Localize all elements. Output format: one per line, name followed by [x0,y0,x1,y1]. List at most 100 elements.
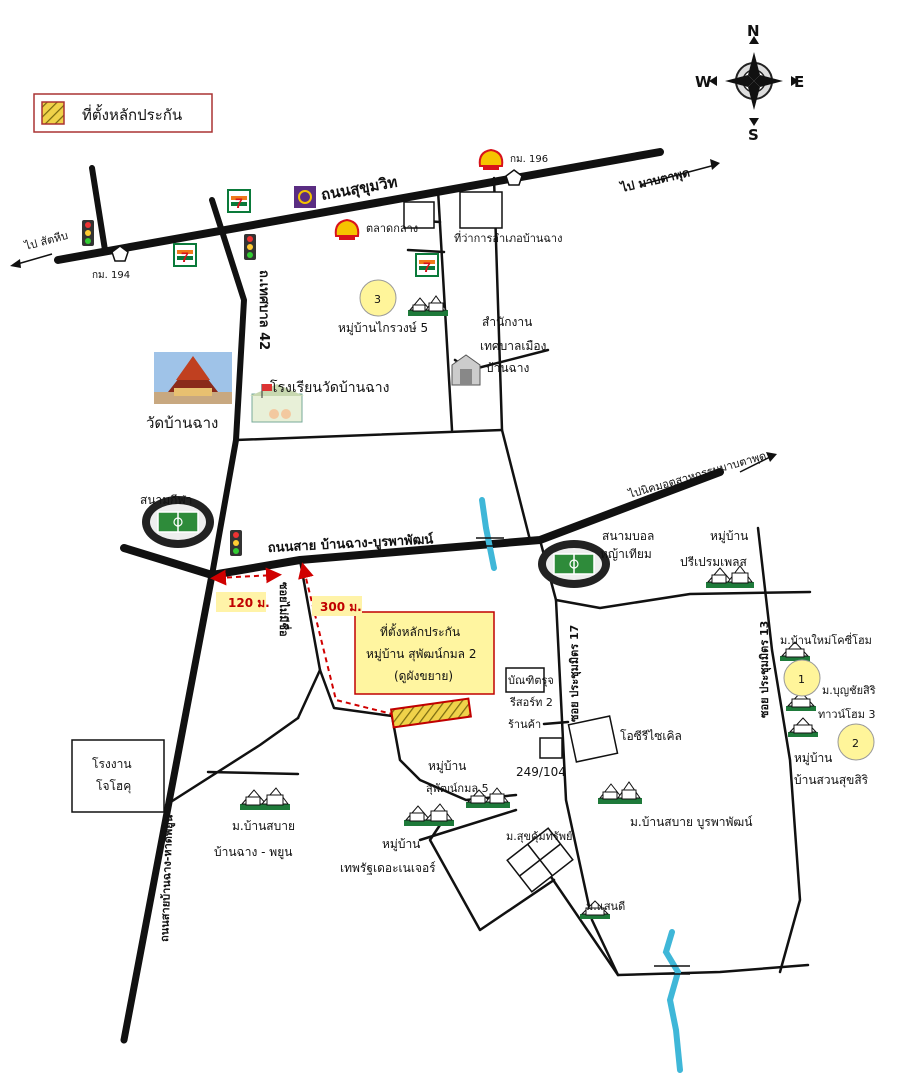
road-sukhumvit [54,148,664,264]
svg-text:(ดูผังขยาย): (ดูผังขยาย) [394,669,453,684]
legend-label: ที่ตั้งหลักประกัน [82,104,182,124]
buildings [71,191,619,893]
label-district-office: ที่ว่าการอำเภอบ้านฉาง [454,230,562,245]
municipal-office-icon [451,354,481,386]
house-icon [788,717,818,737]
label-ban-mai-home: ม.บ้านใหม่โคซี่โฮม [780,632,872,647]
label-suksap: ม.สุขคุ้มทรัพย์ [506,830,572,843]
legend-swatch [41,101,65,125]
resort-box [505,667,545,693]
label-bansabai-phayun-1: ม.บ้านสบาย [232,819,295,833]
collateral-callout [354,611,495,695]
label-shop: ร้านค้า [508,718,541,731]
km-markers: กม. 194 กม. 196 [92,154,548,281]
label-thetsaban42: ถ.เทศบาล 42 [256,270,271,350]
compass-s: S [748,126,759,144]
label-to-industrial: ไปนิคมอุตสาหกรรมมาบตาพุด [626,449,767,501]
school-icon [250,384,304,423]
marker-2: 2 [852,737,859,750]
traffic-lights [82,220,256,556]
label-thepraphue-2: เทพรัฐเดอะเนเจอร์ [340,861,436,875]
distance-120: 120 ม. [228,596,270,610]
label-boonchai-2: ทาวน์โฮม 3 [818,707,876,721]
house-icon [466,787,510,808]
label-boonchai-1: ม.บุญชัยสิริ [822,684,876,697]
road-thetsaban42 [209,197,247,578]
road-soi-13 [756,526,802,974]
compass-w: W [695,73,712,91]
seven-eleven-icon: 7 [415,253,439,277]
shell-icon [478,148,504,170]
label-school: โรงเรียนวัดบ้านฉาง [270,379,389,396]
house-icon [706,565,754,588]
svg-text:7: 7 [423,259,431,275]
stadium-icon [142,496,214,548]
recycle-box [567,715,619,763]
traffic-light-icon [82,220,94,246]
label-stadium: สนามกีฬา [140,493,192,507]
km196-label: กม. 196 [510,154,548,165]
suksap-grid [506,827,574,893]
collateral-site: ที่ตั้งหลักประกัน หมู่บ้าน สุพัฒน์กมล 2 … [354,611,495,729]
house-icon [404,803,454,826]
house-icon [408,295,448,316]
bank-icon [294,186,316,208]
label-soi-17: ซอย ประชุมมิตร 17 [568,625,582,722]
label-to-sattahip: ไป สัตหีบ [22,229,69,253]
label-resort-2: รีสอร์ท 2 [509,696,553,709]
label-supat5-1: หมู่บ้าน [428,759,466,774]
label-hat-phayun: ถนนสายบ้านฉาง-หาดพยูน [158,814,176,942]
label-saensuk: ม.แสนดี [586,900,625,913]
marker-1: 1 [798,673,805,686]
distance-indicators: 120 ม. 300 ม. [210,562,393,715]
label-soi-13: ซอย ประชุมมิตร 13 [758,621,772,718]
seven-eleven-icon: 7 [227,189,251,213]
svg-text:ที่ตั้งหลักประกัน: ที่ตั้งหลักประกัน [380,623,460,639]
label-suansuk-1: หมู่บ้าน [794,751,832,766]
svg-text:7: 7 [235,195,243,211]
local-roads [164,176,812,977]
temple-icon [154,352,232,404]
district-office-box [459,191,503,229]
svg-text:7: 7 [181,249,189,265]
road-hat-phayun [120,571,216,1044]
traffic-light-icon [230,530,242,556]
seven-eleven-icon: 7 [173,243,197,267]
house-icon [598,781,642,804]
svg-text:หมู่บ้าน สุพัฒน์กมล 2: หมู่บ้าน สุพัฒน์กมล 2 [366,647,476,662]
label-municipal-1: สำนักงาน [482,315,532,329]
place-labels: ตลาดกลาง ที่ว่าการอำเภอบ้านฉาง หมู่บ้าน ไ… [92,222,876,913]
road-soi-no-name [298,558,394,718]
km194-label: กม. 194 [92,270,130,281]
compass-icon: N S E W [695,22,804,144]
label-factory-2: โจโฮคุ [96,779,131,794]
label-thepraphue-1: หมู่บ้าน [382,837,420,852]
label-soi-no-name: ซอยไม่มีชื่อ [277,582,292,637]
shell-icon [334,218,360,240]
label-preeprai-2: ปรีเปรมเพลส [680,555,748,569]
house-icon [786,691,816,711]
compass-e: E [794,73,804,91]
talat-klang-box [403,201,435,229]
label-suansuk-2: บ้านสวนสุขสิริ [794,773,869,788]
label-bansabai-phayun-2: บ้านฉาง - พยูน [214,845,292,860]
label-municipal-2: เทศบาลเมือง [480,339,546,353]
house-icon [780,641,810,661]
factory-box [71,739,165,813]
compass-n: N [747,22,760,40]
collateral-hatch [389,697,473,729]
km196-icon [505,169,523,186]
label-recycle: โอซีรีไซเคิล [620,729,682,743]
distance-300: 300 ม. [320,600,362,614]
label-to-map-ta-phut: ไป มาบตาพุด [617,164,691,196]
label-preeprai-1: หมู่บ้าน [710,529,748,544]
label-talat-klang: ตลาดกลาง [366,222,418,235]
label-municipal-3: บ้านฉาง [486,361,529,375]
football-field-icon [538,540,610,588]
label-football-2: หญ้าเทียม [600,547,652,561]
seven-eleven-icons: 7 7 7 [173,189,439,277]
label-temple: วัดบ้านฉาง [146,414,218,432]
house-icon [240,787,290,810]
km194-icon [111,245,129,262]
